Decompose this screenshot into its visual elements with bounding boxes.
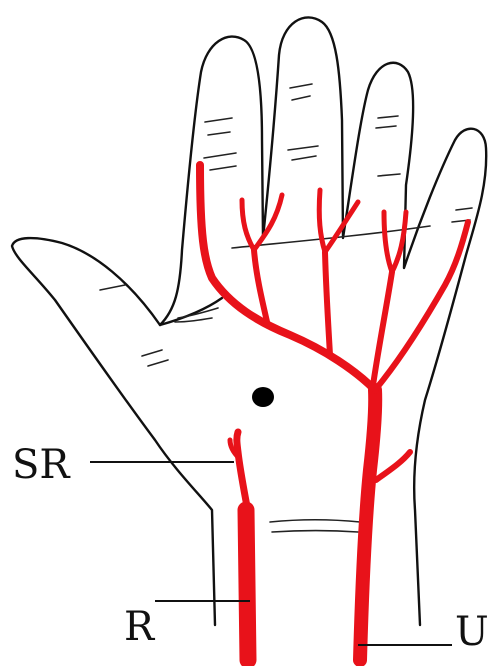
- superficial-radial-branch: [237, 432, 248, 512]
- ulnar-wrist-branch: [376, 452, 410, 480]
- crease: [210, 166, 236, 170]
- label-u: U: [455, 609, 489, 655]
- digital-artery: [242, 200, 254, 250]
- digital-artery: [319, 190, 325, 252]
- crease: [272, 531, 358, 533]
- crease: [205, 118, 232, 122]
- palm-dot-marker: [252, 387, 274, 407]
- digital-artery: [254, 195, 282, 250]
- crease: [378, 174, 400, 176]
- arteries: [200, 165, 468, 660]
- ulnar-artery: [360, 390, 375, 660]
- crease: [292, 156, 316, 160]
- crease: [456, 208, 472, 210]
- crease: [270, 520, 360, 522]
- crease: [378, 116, 398, 118]
- crease: [204, 153, 236, 158]
- digital-artery: [325, 202, 358, 252]
- crease: [148, 360, 168, 366]
- common-digital-artery: [325, 252, 330, 355]
- label-r: R: [124, 604, 156, 650]
- crease: [142, 350, 162, 356]
- radial-artery: [246, 510, 248, 660]
- crease: [292, 96, 310, 100]
- crease: [288, 146, 318, 150]
- crease: [376, 126, 396, 128]
- crease: [178, 308, 218, 318]
- skin-creases: [100, 84, 472, 532]
- crease: [208, 132, 230, 135]
- crease: [100, 285, 125, 290]
- crease: [290, 84, 312, 88]
- digital-artery: [384, 212, 392, 272]
- label-sr: SR: [12, 442, 71, 488]
